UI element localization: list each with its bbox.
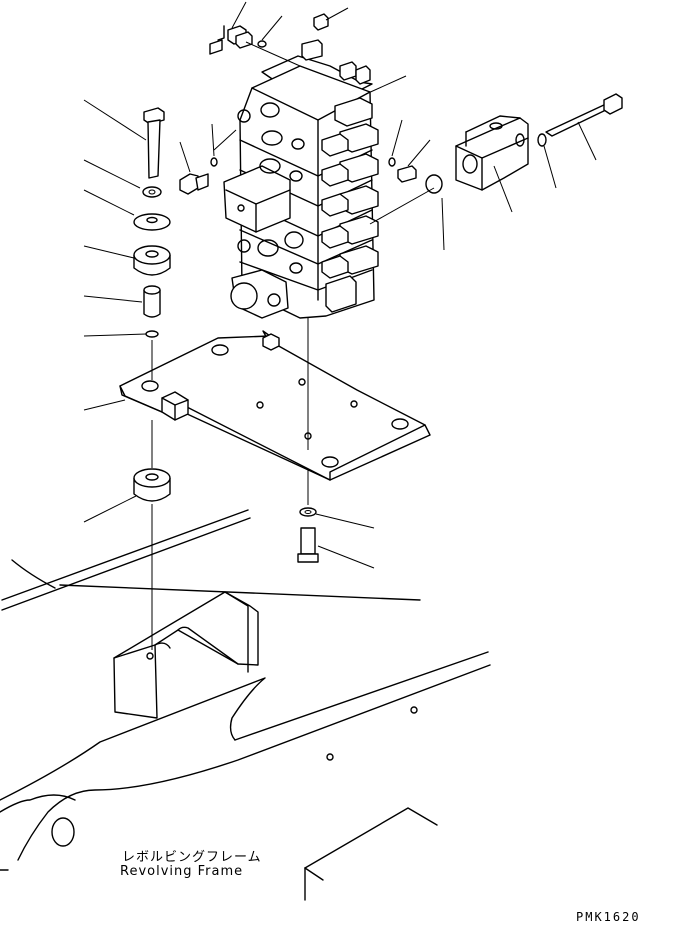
valve-side-bolt	[179, 157, 218, 195]
revolving-frame-label-jp: レボルビングフレーム	[122, 850, 262, 865]
drawing-code: PMK1620	[576, 910, 641, 924]
left-fastener-stack	[133, 107, 171, 650]
revolving-frame	[0, 509, 491, 901]
top-fittings	[209, 13, 329, 67]
right-bolt-stack	[297, 318, 319, 563]
revolving-frame-label-en: Revolving Frame	[120, 864, 244, 879]
leader-lines	[83, 1, 597, 569]
control-valve	[223, 39, 379, 319]
mounting-bracket	[113, 591, 259, 719]
mounting-plate	[119, 330, 431, 481]
right-block	[388, 93, 623, 194]
